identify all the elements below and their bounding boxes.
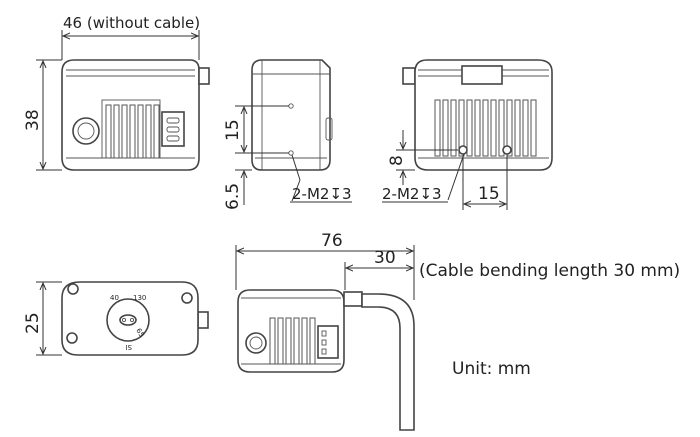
back-thread-label: 2-M2↧3: [382, 185, 442, 203]
bottom-mount-hole-left: [67, 283, 79, 295]
cable-bending-note: (Cable bending length 30 mm): [419, 261, 680, 281]
side-view: 15 6.5 2-M2↧3: [223, 59, 352, 210]
bottom-mount-hole-lower: [66, 332, 78, 344]
dial-mark-65: 65: [134, 327, 145, 339]
front-width-label: 46 (without cable): [63, 14, 200, 32]
cable-view-indicator: [317, 325, 339, 359]
back-pitch-label: 15: [478, 184, 500, 204]
front-lens: [72, 117, 100, 145]
front-indicator-panel: [161, 111, 185, 147]
back-view: 8 15 2-M2↧3: [382, 59, 553, 210]
cable-bend-label: 30: [374, 248, 396, 268]
unit-note: Unit: mm: [452, 359, 531, 379]
back-offset-label: 8: [387, 155, 407, 166]
back-label-window: [461, 65, 503, 85]
side-pitch-label: 15: [223, 119, 243, 141]
front-connector-stub: [198, 67, 210, 85]
back-hole-left: [458, 145, 468, 155]
dial-mark-si: SI: [125, 343, 132, 351]
dial-mark-40: 40: [110, 294, 119, 302]
cable-connector: [343, 291, 363, 307]
cable: [361, 293, 415, 431]
cable-view-lens: [245, 332, 267, 354]
bottom-height-label: 25: [23, 312, 43, 334]
back-hole-right: [502, 145, 512, 155]
side-body-outline: [251, 59, 331, 171]
side-offset-label: 6.5: [223, 183, 243, 210]
front-view: 46 (without cable) 38: [23, 14, 210, 171]
front-height-label: 38: [23, 109, 43, 131]
cable-view: 76 30: [235, 231, 415, 431]
bottom-connector-stub: [197, 311, 209, 329]
cable-overall-label: 76: [321, 231, 343, 251]
bottom-view: 25 40 130 65 SI: [23, 281, 209, 356]
side-thread-label: 2-M2↧3: [292, 185, 352, 203]
back-connector-stub: [402, 67, 416, 85]
bottom-mount-hole-right: [181, 292, 193, 304]
dial-mark-130: 130: [133, 294, 146, 302]
